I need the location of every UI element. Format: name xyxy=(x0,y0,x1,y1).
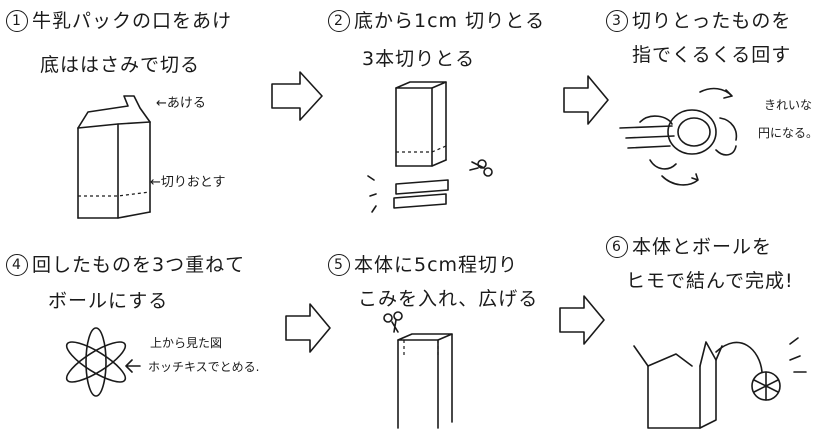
label-open: ←あける xyxy=(156,96,206,111)
step-4-line2: ボールにする xyxy=(48,290,169,312)
arrow-icon xyxy=(285,303,331,353)
step-6-line1: 本体とボールを xyxy=(632,236,773,258)
stacked-rings-top-view xyxy=(65,327,141,397)
step-3-line2: 指でくるくる回す xyxy=(632,44,792,66)
step-1-line1: 牛乳パックの口をあけ xyxy=(32,10,233,32)
step-4-note-line2: ホッチキスでとめる. xyxy=(148,360,260,374)
step-3-number: 3 xyxy=(606,10,628,32)
step-5-line2: こみを入れ、広げる xyxy=(358,288,539,310)
arrow-icon xyxy=(271,71,323,121)
carton-cut-rings-illustration xyxy=(367,81,493,213)
arrow-icon xyxy=(563,75,609,125)
step-3-line1: 切りとったものを xyxy=(632,10,792,32)
step-2-number: 2 xyxy=(328,10,350,32)
step-4-number: 4 xyxy=(6,254,28,276)
step-1-line2: 底ははさみで切る xyxy=(40,54,201,76)
carton-slit-illustration xyxy=(383,311,453,429)
finished-toy-illustration xyxy=(633,337,807,429)
step-3-note-line2: 円になる。 xyxy=(758,126,819,140)
step-4-note-line1: 上から見た図 xyxy=(150,336,223,350)
step-2-line2: 3本切りとる xyxy=(362,48,476,70)
step-6-number: 6 xyxy=(606,236,628,258)
step-2-line1: 底から1cm 切りとる xyxy=(354,10,546,32)
rolling-ring-illustration xyxy=(619,87,738,186)
step-4-line1: 回したものを3つ重ねて xyxy=(32,254,246,276)
milk-carton-illustration xyxy=(77,95,151,219)
step-3-note-line1: きれいな xyxy=(764,98,813,112)
step-1-number: 1 xyxy=(6,10,28,32)
scissors-icon xyxy=(469,159,493,177)
arrow-icon xyxy=(559,295,605,345)
step-6-line2: ヒモで結んで完成! xyxy=(626,270,794,292)
step-5-number: 5 xyxy=(328,254,350,276)
scissors-icon xyxy=(383,311,403,333)
step-5-line1: 本体に5cm程切り xyxy=(354,254,519,276)
label-cut-off: ←切りおとす xyxy=(150,175,226,190)
